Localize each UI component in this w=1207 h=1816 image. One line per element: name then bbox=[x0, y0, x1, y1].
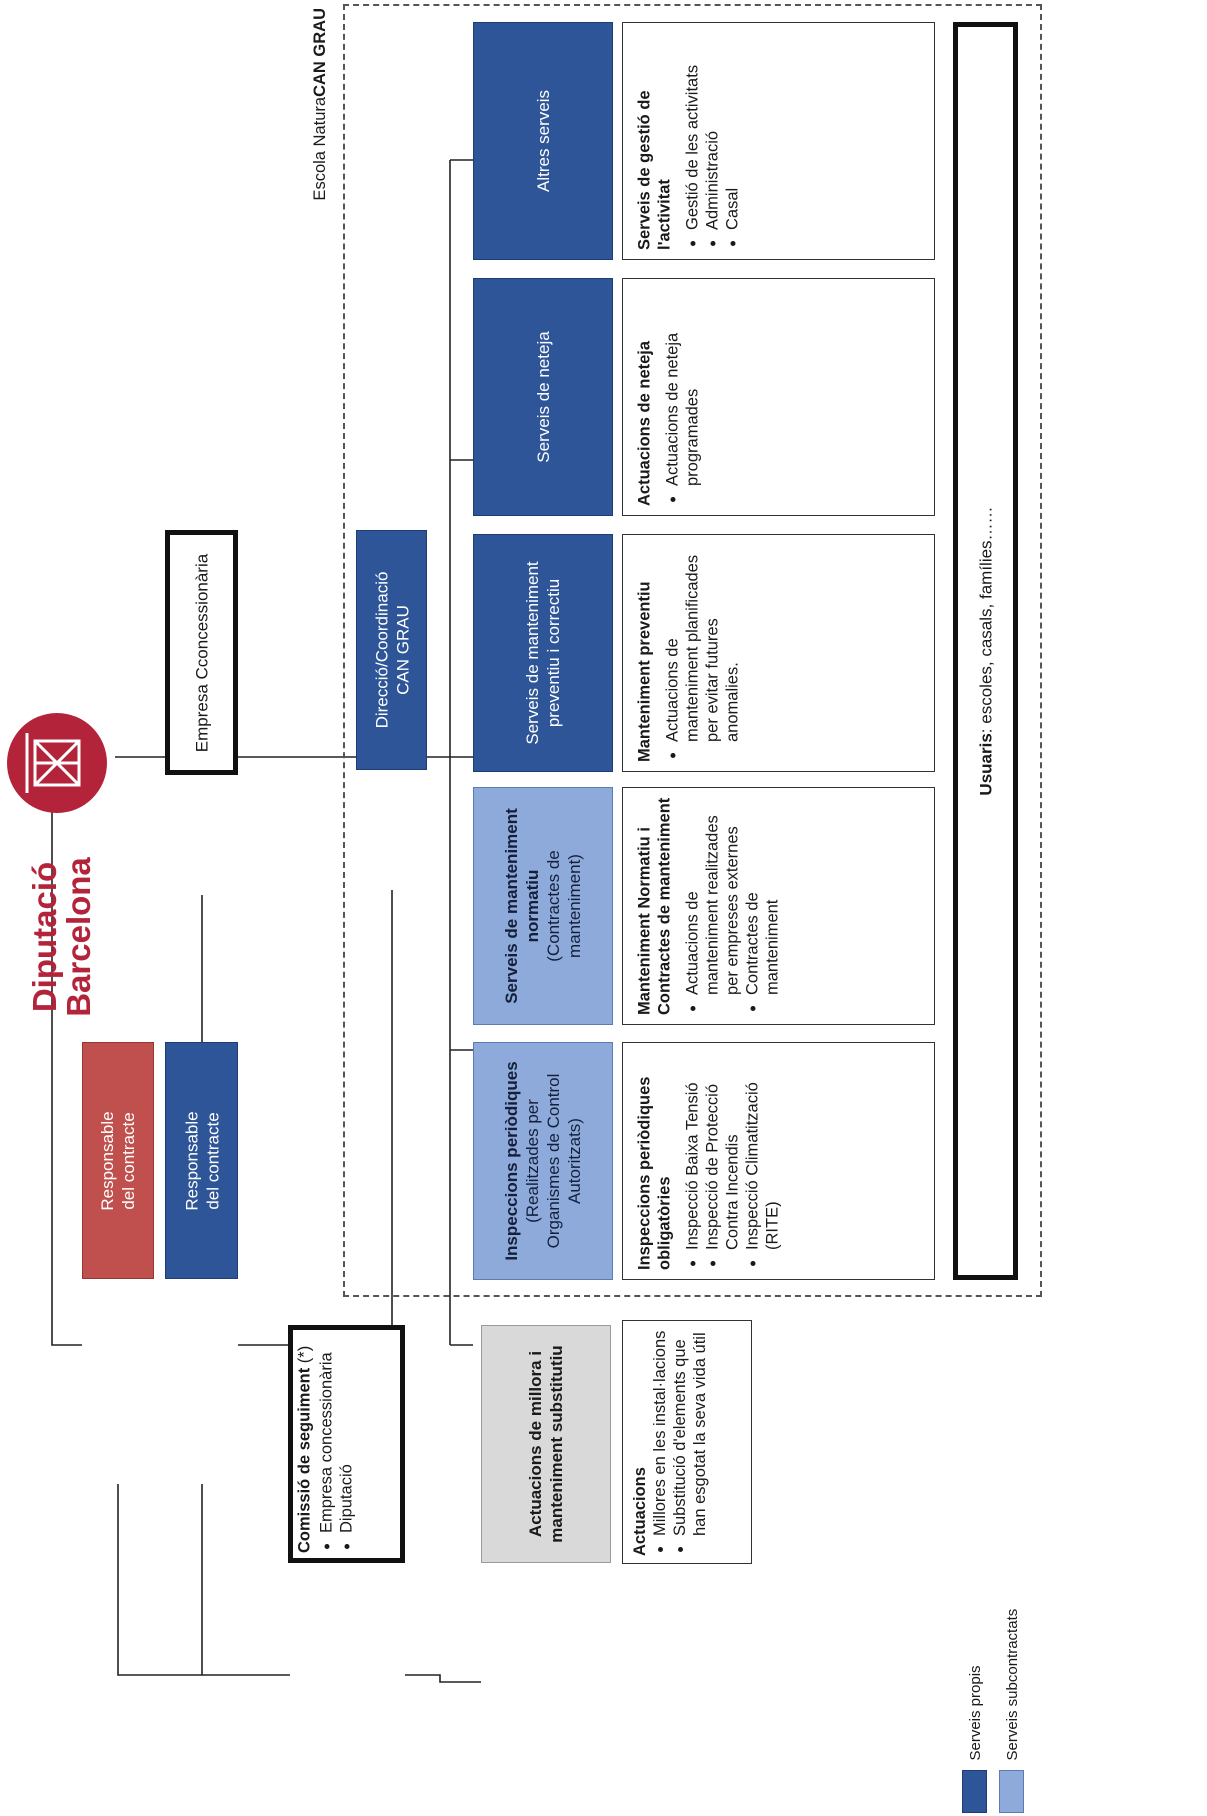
service-header-title: Serveis de manteniment normatiu bbox=[502, 808, 542, 1004]
legend-subcontracted-label: Serveis subcontractats bbox=[1003, 1608, 1021, 1760]
contract-owner-diputacio: Responsable del contracte bbox=[82, 1042, 154, 1279]
service-detail-cleaning: Actuacions de neteja Actuacions de netej… bbox=[622, 278, 935, 516]
direction-line1: Direcció/Coordinació bbox=[371, 571, 391, 729]
contract-owner-company-line2: del contracte bbox=[202, 1111, 222, 1210]
contract-owner-diputacio-line1: Responsable bbox=[98, 1110, 117, 1211]
service-header-title: Serveis de neteja bbox=[533, 331, 553, 463]
service-header-subtitle: (Realitzades per Organismes de Control A… bbox=[523, 1073, 584, 1249]
list-item: Actuacions de manteniment planificades p… bbox=[662, 544, 742, 742]
line-commission-to-improvement bbox=[405, 1674, 481, 1683]
service-detail-list: Actuacions de neteja programades bbox=[662, 288, 702, 506]
service-header-subtitle: (Contractes de manteniment) bbox=[544, 850, 584, 962]
service-detail-preventive: Manteniment preventiu Actuacions de mant… bbox=[622, 534, 935, 772]
service-header-title: Serveis de manteniment preventiu i corre… bbox=[523, 561, 563, 745]
concessionaire-label: Empresa Cconcessionària bbox=[192, 553, 211, 752]
commission-suffix: (*) bbox=[295, 1345, 313, 1368]
service-detail-other: Serveis de gestió de l'activitat Gestió … bbox=[622, 22, 935, 260]
service-detail-title: Serveis de gestió de l'activitat bbox=[635, 90, 673, 250]
service-detail-inspections: Inspeccions periòdiques obligatòries Ins… bbox=[622, 1042, 935, 1280]
list-item: Millores en les instal·lacions bbox=[650, 1328, 670, 1536]
legend-swatch-subcontracted bbox=[999, 1770, 1024, 1813]
list-item: Actuacions de manteniment realitzades pe… bbox=[682, 797, 742, 995]
legend-item-own: Serveis propis bbox=[955, 1585, 995, 1760]
legend-item-subcontracted: Serveis subcontractats bbox=[992, 1585, 1032, 1760]
service-detail-title: Manteniment preventiu bbox=[635, 581, 653, 762]
service-header-preventive: Serveis de manteniment preventiu i corre… bbox=[473, 534, 613, 772]
list-item: Inspecció de Protecció Contra Incendis bbox=[702, 1052, 742, 1250]
improvement-header: Actuacions de millora i manteniment subs… bbox=[481, 1325, 611, 1563]
service-header-regulatory: Serveis de manteniment normatiu (Contrac… bbox=[473, 787, 613, 1025]
improvement-title: Actuacions bbox=[631, 1467, 649, 1556]
service-detail-title: Inspeccions periòdiques obligatòries bbox=[635, 1076, 673, 1270]
service-detail-list: Inspecció Baixa Tensió Inspecció de Prot… bbox=[682, 1052, 782, 1270]
list-item: Inspecció Climatització (RITE) bbox=[742, 1052, 782, 1250]
direction-line2: CAN GRAU bbox=[392, 605, 412, 695]
list-item: Gestió de les activitats bbox=[682, 32, 702, 230]
legend-swatch-own bbox=[962, 1770, 987, 1813]
contract-owner-diputacio-line2: del contracte bbox=[119, 1111, 138, 1210]
list-item: Substitució d'elements que han esgotat l… bbox=[670, 1328, 710, 1536]
service-header-title: Altres serveis bbox=[533, 89, 553, 193]
line-responsibles-to-commission bbox=[117, 1484, 290, 1676]
list-item: Empresa concessionària bbox=[316, 1335, 336, 1533]
contract-owner-company-line1: Responsable bbox=[181, 1110, 201, 1211]
logo-line2: Barcelona bbox=[60, 857, 97, 1017]
service-header-cleaning: Serveis de neteja bbox=[473, 278, 613, 516]
users-text: : escoles, casals, famílies…… bbox=[976, 506, 995, 734]
service-detail-list: Gestió de les activitats Administració C… bbox=[682, 32, 742, 250]
service-detail-regulatory: Manteniment Normatiu i Contractes de man… bbox=[622, 787, 935, 1025]
direction-box: Direcció/Coordinació CAN GRAU bbox=[356, 530, 427, 770]
improvement-list: Millores en les instal·lacions Substituc… bbox=[650, 1328, 710, 1556]
concessionaire-box: Empresa Cconcessionària bbox=[165, 530, 238, 775]
service-header-inspections: Inspeccions periòdiques (Realitzades per… bbox=[473, 1042, 613, 1280]
school-prefix: Escola Natura bbox=[310, 96, 329, 201]
list-item: Actuacions de neteja programades bbox=[662, 288, 702, 486]
service-detail-title: Manteniment Normatiu i Contractes de man… bbox=[635, 797, 673, 1015]
service-detail-list: Actuacions de manteniment realitzades pe… bbox=[682, 797, 782, 1015]
commission-title: Comissió de seguiment bbox=[295, 1367, 313, 1553]
service-header-title: Inspeccions periòdiques bbox=[502, 1061, 521, 1261]
users-label: Usuaris bbox=[976, 733, 995, 796]
service-header-other: Altres serveis bbox=[473, 22, 613, 260]
school-frame bbox=[343, 4, 1042, 1297]
line-logo-to-red bbox=[51, 810, 82, 1346]
improvement-detail: Actuacions Millores en les instal·lacion… bbox=[622, 1320, 752, 1564]
commission-box: Comissió de seguiment (*) Empresa conces… bbox=[288, 1325, 405, 1563]
list-item: Inspecció Baixa Tensió bbox=[682, 1052, 702, 1250]
list-item: Contractes de manteniment bbox=[742, 797, 782, 995]
service-detail-title: Actuacions de neteja bbox=[635, 340, 653, 506]
commission-list: Empresa concessionària Diputació bbox=[316, 1335, 356, 1553]
school-name: CAN GRAU bbox=[310, 8, 329, 97]
logo-line1: Diputació bbox=[26, 862, 63, 1012]
service-detail-list: Actuacions de manteniment planificades p… bbox=[662, 544, 742, 762]
school-label: Escola Natura CAN GRAU bbox=[300, 8, 340, 248]
contract-owner-company: Responsable del contracte bbox=[165, 1042, 238, 1279]
list-item: Administració bbox=[702, 32, 722, 230]
users-box: Usuaris: escoles, casals, famílies…… bbox=[953, 22, 1018, 1280]
list-item: Casal bbox=[722, 32, 742, 230]
logo-emblem-icon: Diputació Barcelona bbox=[7, 713, 107, 1017]
legend-own-label: Serveis propis bbox=[966, 1664, 984, 1760]
improvement-header-label: Actuacions de millora i manteniment subs… bbox=[526, 1345, 566, 1543]
list-item: Diputació bbox=[336, 1335, 356, 1533]
diputacio-logo: Diputació Barcelona bbox=[5, 705, 115, 1035]
